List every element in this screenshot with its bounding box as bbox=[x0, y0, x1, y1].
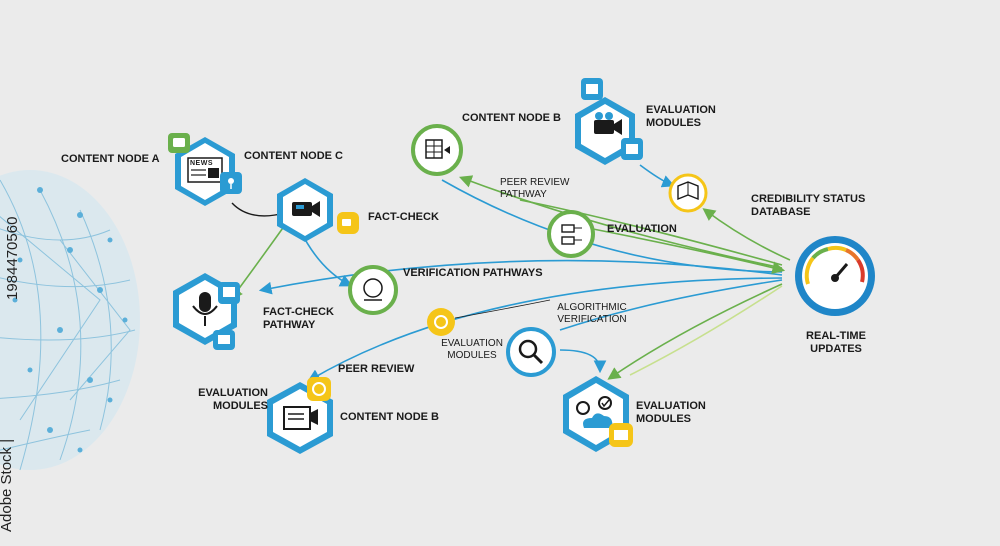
label-algorithmic-verification: ALGORITHMIC VERIFICATION bbox=[557, 302, 627, 325]
label-credibility-status-database: CREDIBILITY STATUS DATABASE bbox=[751, 193, 866, 218]
label-evaluation-modules-mid: EVALUATION MODULES bbox=[441, 338, 503, 361]
label-content-node-b-bottom: CONTENT NODE B bbox=[340, 411, 439, 423]
label-real-time-updates: REAL-TIME UPDATES bbox=[806, 330, 866, 355]
gauge-icon bbox=[795, 236, 875, 316]
label-evaluation-modules-right: EVALUATION MODULES bbox=[636, 400, 706, 425]
circle-globe-check bbox=[348, 265, 398, 315]
label-fact-check: FACT-CHECK bbox=[368, 211, 439, 223]
watermark-id: 1984470560 bbox=[4, 216, 21, 300]
connections bbox=[230, 164, 791, 382]
doc-badges bbox=[213, 282, 240, 350]
label-evaluation: EVALUATION bbox=[607, 223, 677, 235]
coin-badge-mid bbox=[427, 308, 455, 336]
circle-book bbox=[668, 173, 708, 213]
label-fact-check-pathway: FACT-CHECK PATHWAY bbox=[263, 306, 334, 331]
mic-badge bbox=[220, 172, 242, 194]
email-badge bbox=[609, 423, 633, 447]
yellow-camera-badge bbox=[337, 212, 359, 234]
label-evaluation-modules-top: EVALUATION MODULES bbox=[646, 104, 716, 129]
label-peer-review: PEER REVIEW bbox=[338, 363, 415, 375]
hex-content-node-b-top bbox=[575, 97, 635, 165]
top-badges bbox=[581, 78, 643, 160]
news-badge-text: NEWS bbox=[190, 160, 213, 167]
circle-spreadsheet bbox=[411, 124, 463, 176]
label-content-node-a: CONTENT NODE A bbox=[61, 153, 160, 165]
label-evaluation-modules-left: EVALUATION MODULES bbox=[198, 387, 268, 412]
coin-badge-bottom bbox=[307, 377, 331, 401]
label-peer-review-pathway: PEER REVIEW PATHWAY bbox=[500, 177, 570, 200]
circle-magnifier bbox=[506, 327, 556, 377]
hex-camera bbox=[277, 178, 333, 242]
label-content-node-b-top: CONTENT NODE B bbox=[462, 112, 561, 124]
watermark-brand: Adobe Stock | bbox=[0, 439, 15, 532]
circle-flowchart bbox=[547, 210, 595, 258]
globe-network bbox=[0, 170, 140, 471]
bus-badge bbox=[168, 133, 190, 153]
label-verification-pathways: VERIFICATION PATHWAYS bbox=[403, 267, 543, 279]
label-content-node-c: CONTENT NODE C bbox=[244, 150, 343, 162]
